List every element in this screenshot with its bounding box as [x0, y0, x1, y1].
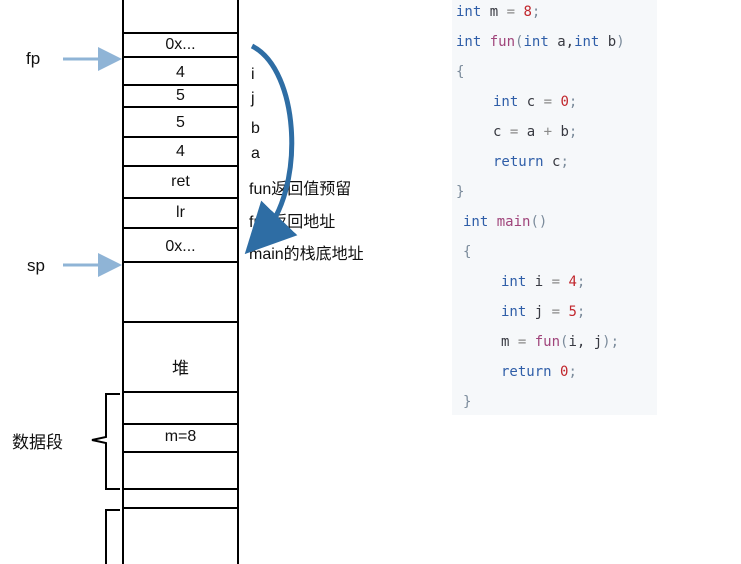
label-a: a — [251, 145, 260, 162]
data-divider — [124, 507, 237, 509]
return-curve-arrow — [244, 43, 298, 255]
code-line: } — [463, 394, 472, 410]
stack-divider — [124, 32, 237, 34]
memory-stack-column: 0x... 4 5 5 4 ret lr 0x... 堆 m=8 — [122, 0, 239, 564]
label-ret: fun返回值预留 — [249, 181, 352, 198]
code-line: int j = 5; — [501, 304, 586, 320]
code-line-current: m = fun(i, j); — [501, 334, 620, 350]
fp-label: fp — [26, 49, 41, 68]
code-line: c = a + b; — [493, 124, 578, 140]
data-segment-value: m=8 — [164, 428, 197, 445]
bottom-brace — [105, 509, 120, 564]
code-panel: int m = 8; int fun(int a,int b) { int c … — [452, 0, 657, 415]
stack-cell-ret: ret — [124, 167, 237, 199]
stack-cell-lr: lr — [124, 199, 237, 229]
label-i: i — [251, 66, 255, 83]
code-line: int fun(int a,int b) — [456, 34, 625, 50]
data-divider — [124, 488, 237, 490]
stack-cell-main-base: 0x... — [124, 229, 237, 263]
heap-divider — [124, 391, 237, 393]
stack-cell-j: 5 — [124, 86, 237, 108]
label-j: j — [251, 90, 255, 107]
stack-divider — [124, 321, 237, 323]
label-b: b — [251, 120, 260, 137]
code-line: int main() — [463, 214, 548, 230]
data-divider — [124, 451, 237, 453]
code-line: return c; — [493, 154, 569, 170]
code-line: { — [463, 244, 472, 260]
data-divider — [124, 423, 237, 425]
heap-label: 堆 — [172, 359, 189, 378]
sp-label: sp — [27, 256, 45, 275]
code-line: } — [456, 184, 465, 200]
stack-cell-b: 5 — [124, 110, 237, 138]
stack-cell-i: 4 — [124, 62, 237, 86]
code-line: int i = 4; — [501, 274, 586, 290]
code-line: int c = 0; — [493, 94, 578, 110]
stack-cell-a: 4 — [124, 138, 237, 167]
data-segment-brace — [91, 393, 120, 490]
code-line: return 0; — [501, 364, 577, 380]
code-line: { — [456, 64, 465, 80]
stack-cell-saved-fp: 0x... — [124, 34, 237, 58]
data-segment-label: 数据段 — [12, 433, 63, 452]
code-line: int m = 8; — [456, 4, 541, 20]
